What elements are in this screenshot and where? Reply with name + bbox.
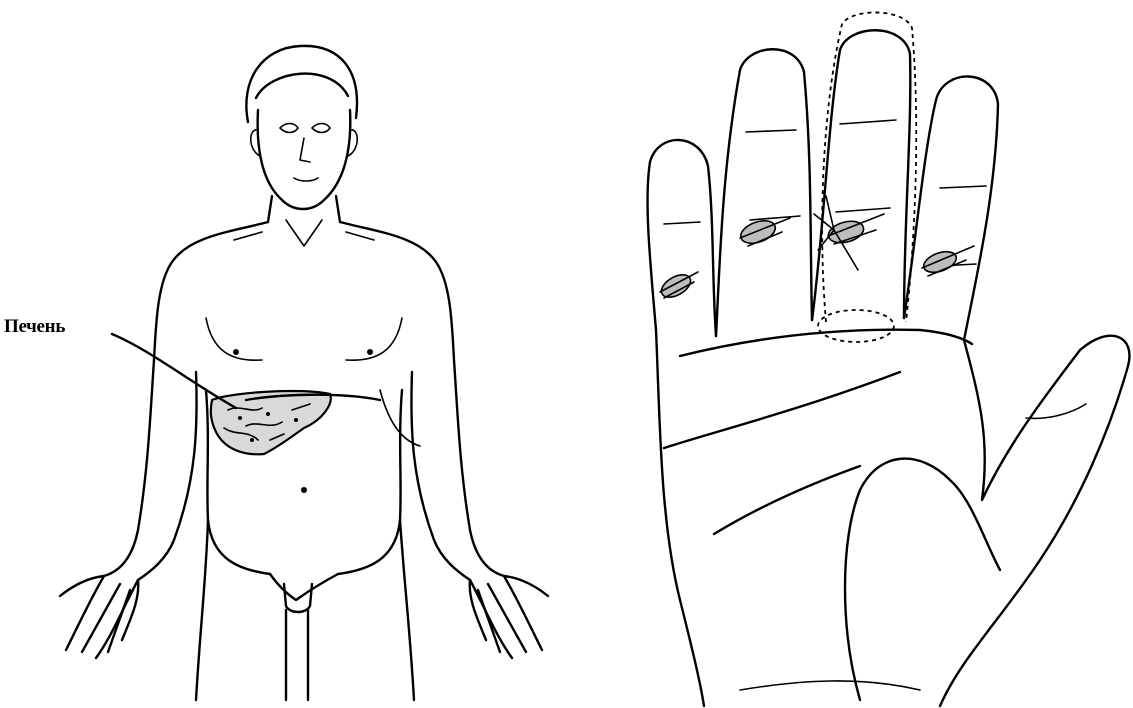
palm-outline	[648, 30, 1130, 706]
liver-label: Печень	[4, 316, 65, 338]
dashed-base-ellipse	[818, 310, 894, 342]
dashed-finger-outline	[822, 12, 916, 322]
